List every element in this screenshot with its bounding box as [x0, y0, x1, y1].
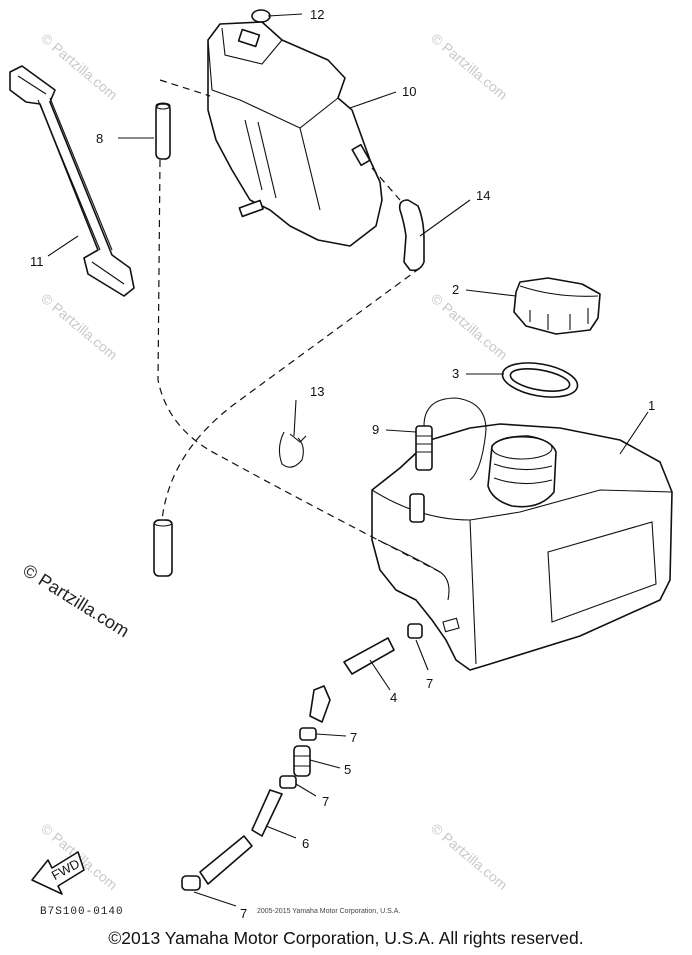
part-7-clamp[interactable] [299, 727, 317, 741]
hose-routing-lines [157, 79, 441, 573]
callout-11: 11 [30, 254, 44, 269]
callout-10: 10 [402, 84, 416, 99]
callout-4: 4 [390, 690, 397, 705]
watermark: © Partzilla.com [428, 820, 511, 893]
part-7-clamp[interactable] [279, 775, 297, 789]
part-4-fuel-hose[interactable] [309, 637, 395, 723]
part-8-lower-hose[interactable] [153, 519, 173, 577]
callout-13: 13 [310, 384, 324, 399]
part-10-reservoir-tank[interactable] [207, 21, 383, 247]
part-7-clamp[interactable] [407, 623, 423, 639]
fwd-arrow-icon: FWD [31, 851, 85, 895]
watermark: © Partzilla.com [428, 290, 511, 363]
callout-5: 5 [344, 762, 351, 777]
callout-14: 14 [476, 188, 490, 203]
callout-9: 9 [372, 422, 379, 437]
part-7-clamp[interactable] [181, 875, 201, 891]
callout-8: 8 [96, 131, 103, 146]
diagram-code: B7S100-0140 [40, 906, 124, 918]
part-11-strap[interactable] [9, 65, 135, 297]
callouts: 12 10 8 14 11 2 3 13 9 1 4 7 7 5 7 6 7 [30, 7, 655, 921]
watermark: © Partzilla.com [38, 290, 121, 363]
part-14-hose[interactable] [398, 199, 425, 272]
callout-3: 3 [452, 366, 459, 381]
part-13-clip[interactable] [278, 431, 307, 468]
part-12-cap[interactable] [251, 9, 271, 23]
part-5-fuel-filter[interactable] [293, 745, 311, 777]
copyright-footer: ©2013 Yamaha Motor Corporation, U.S.A. A… [108, 928, 584, 948]
callout-6: 6 [302, 836, 309, 851]
part-3-gasket[interactable] [500, 358, 580, 403]
callout-7b: 7 [350, 730, 357, 745]
small-copyright: 2005-2015 Yamaha Motor Corporation, U.S.… [257, 908, 401, 915]
part-9-vent-nipple[interactable] [415, 397, 487, 481]
callout-2: 2 [452, 282, 459, 297]
callout-7c: 7 [322, 794, 329, 809]
callout-12: 12 [310, 7, 324, 22]
callout-7a: 7 [426, 676, 433, 691]
callout-7d: 7 [240, 906, 247, 921]
part-6-fuel-hose[interactable] [199, 789, 283, 885]
callout-1: 1 [648, 398, 655, 413]
part-1-fuel-tank[interactable] [371, 423, 673, 671]
part-8-hose[interactable] [155, 102, 171, 160]
part-2-fuel-cap[interactable] [513, 277, 601, 335]
watermark: © Partzilla.com [428, 30, 511, 103]
